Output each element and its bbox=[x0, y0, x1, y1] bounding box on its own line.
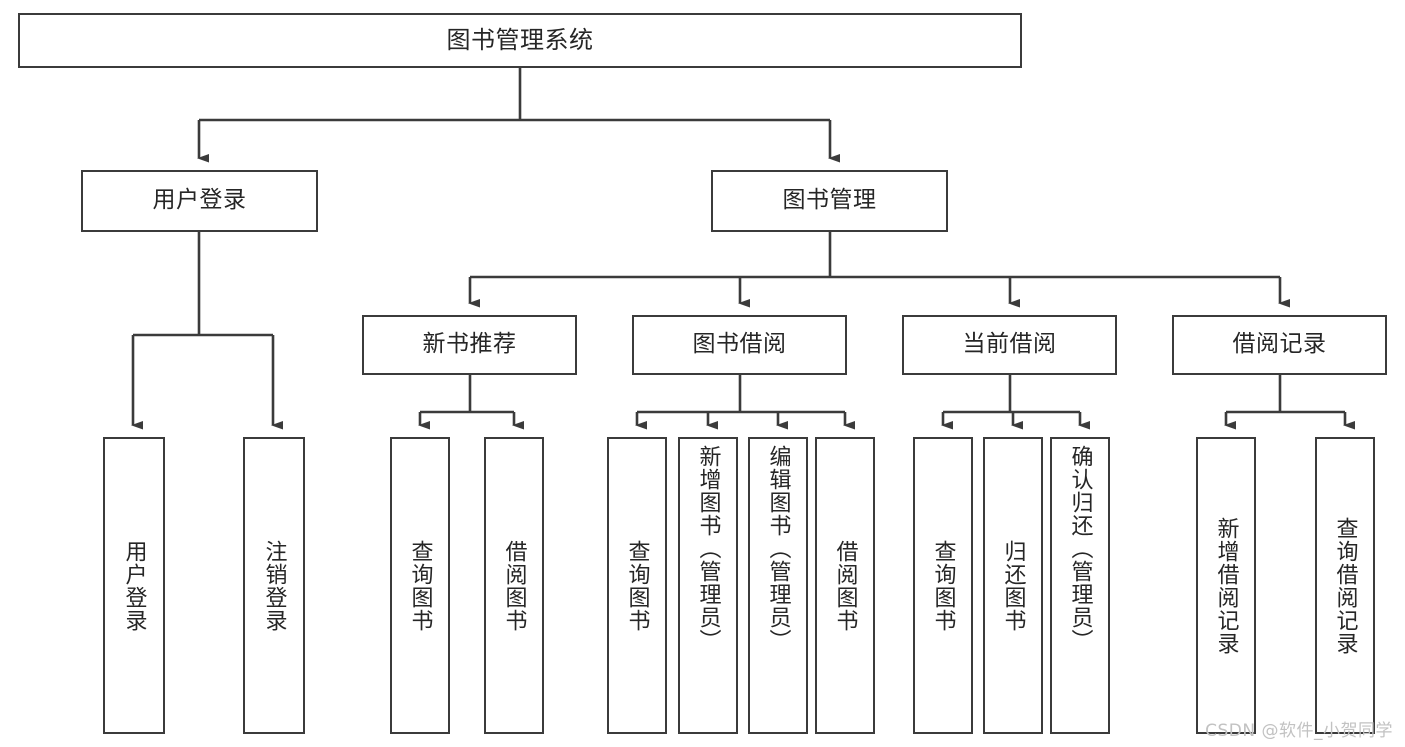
leaf-current-borrow-query[interactable]: 查询图书 bbox=[913, 437, 973, 734]
node-label: 图书借阅 bbox=[692, 331, 787, 358]
node-book-management[interactable]: 图书管理 bbox=[711, 170, 948, 232]
node-new-book-recommend[interactable]: 新书推荐 bbox=[362, 315, 577, 375]
watermark: CSDN @软件_小贺同学 bbox=[1205, 721, 1393, 741]
leaf-book-borrow-query[interactable]: 查询图书 bbox=[607, 437, 667, 734]
leaf-current-borrow-return[interactable]: 归还图书 bbox=[983, 437, 1043, 734]
node-label: 编辑图书（管理员） bbox=[765, 445, 791, 652]
node-book-borrow[interactable]: 图书借阅 bbox=[632, 315, 847, 375]
node-label: 查询图书 bbox=[930, 539, 956, 632]
node-root-system[interactable]: 图书管理系统 bbox=[18, 13, 1022, 68]
node-current-borrow[interactable]: 当前借阅 bbox=[902, 315, 1117, 375]
node-label: 图书管理 bbox=[782, 187, 877, 214]
node-label: 新书推荐 bbox=[422, 331, 517, 358]
node-label: 图书管理系统 bbox=[446, 26, 594, 55]
node-label: 新增图书（管理员） bbox=[695, 445, 721, 652]
node-label: 新增借阅记录 bbox=[1213, 516, 1239, 655]
node-label: 归还图书 bbox=[1000, 539, 1026, 632]
node-label: 查询图书 bbox=[407, 539, 433, 632]
node-label: 查询借阅记录 bbox=[1332, 516, 1358, 655]
node-label: 确认归还（管理员） bbox=[1067, 445, 1093, 652]
node-label: 借阅图书 bbox=[832, 539, 858, 632]
node-label: 当前借阅 bbox=[962, 331, 1057, 358]
leaf-current-borrow-confirm-return[interactable]: 确认归还（管理员） bbox=[1050, 437, 1110, 734]
node-user-login[interactable]: 用户登录 bbox=[81, 170, 318, 232]
leaf-new-book-query[interactable]: 查询图书 bbox=[390, 437, 450, 734]
node-label: 注销登录 bbox=[261, 539, 287, 632]
leaf-user-login-login[interactable]: 用户登录 bbox=[103, 437, 165, 734]
leaf-book-borrow-add[interactable]: 新增图书（管理员） bbox=[678, 437, 738, 734]
node-label: 用户登录 bbox=[121, 539, 147, 632]
leaf-borrow-record-add[interactable]: 新增借阅记录 bbox=[1196, 437, 1256, 734]
leaf-user-login-logout[interactable]: 注销登录 bbox=[243, 437, 305, 734]
leaf-book-borrow-borrow[interactable]: 借阅图书 bbox=[815, 437, 875, 734]
node-borrow-record[interactable]: 借阅记录 bbox=[1172, 315, 1387, 375]
node-label: 借阅图书 bbox=[501, 539, 527, 632]
leaf-borrow-record-query[interactable]: 查询借阅记录 bbox=[1315, 437, 1375, 734]
leaf-new-book-borrow[interactable]: 借阅图书 bbox=[484, 437, 544, 734]
node-label: 查询图书 bbox=[624, 539, 650, 632]
node-label: 借阅记录 bbox=[1232, 331, 1327, 358]
node-label: 用户登录 bbox=[152, 187, 247, 214]
leaf-book-borrow-edit[interactable]: 编辑图书（管理员） bbox=[748, 437, 808, 734]
